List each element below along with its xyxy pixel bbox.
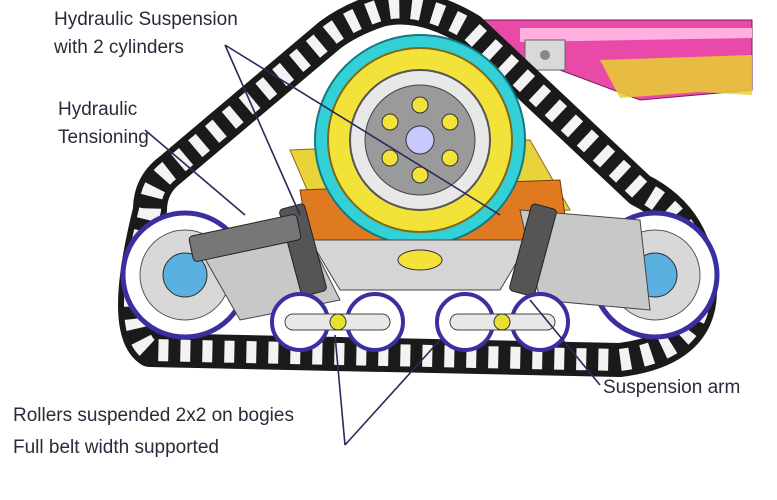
hydraulic-cylinders: [188, 203, 557, 297]
label-line: Rollers suspended 2x2 on bogies: [13, 405, 294, 426]
bogie-rollers: [270, 292, 570, 352]
label-hydraulic-tensioning: Hydraulic Tensioning: [58, 96, 149, 152]
drive-sprocket: [314, 34, 526, 246]
label-line: Suspension arm: [603, 377, 741, 398]
leader-lines: [144, 44, 601, 446]
label-line: with 2 cylinders: [54, 37, 184, 58]
label-line: Full belt width supported: [13, 437, 219, 458]
label-line: Hydraulic Suspension: [54, 9, 238, 30]
label-rollers: Rollers suspended 2x2 on bogies Full bel…: [13, 400, 294, 464]
label-hydraulic-suspension: Hydraulic Suspension with 2 cylinders: [54, 6, 238, 62]
label-line: Hydraulic: [58, 99, 138, 120]
label-suspension-arm: Suspension arm: [603, 374, 740, 402]
label-line: Tensioning: [58, 127, 149, 148]
mounting-bracket: [469, 19, 753, 101]
